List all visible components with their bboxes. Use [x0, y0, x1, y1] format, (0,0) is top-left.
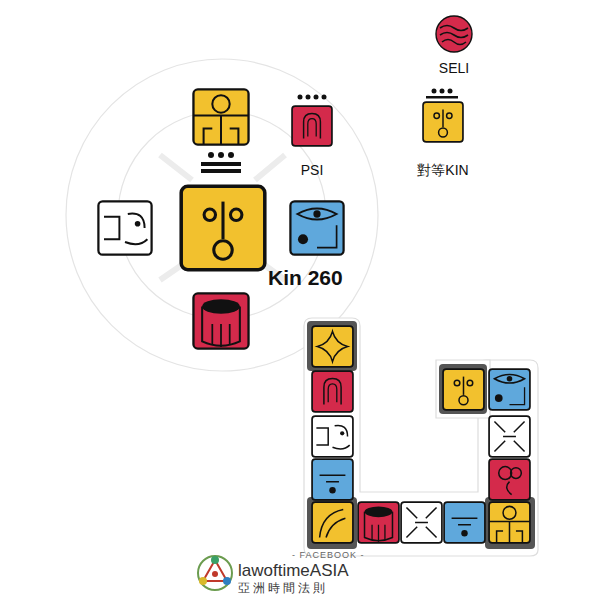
- facebook-label: - FACEBOOK -: [292, 550, 365, 560]
- equal-kin-label: 對等KIN: [417, 162, 468, 180]
- seli-label: SELI: [439, 60, 469, 76]
- psi-label-text: PSI: [301, 162, 324, 178]
- brand-chinese: 亞洲時間法則: [238, 580, 328, 597]
- psi-label: PSI: [301, 162, 324, 178]
- kin-number-text: Kin 260: [268, 266, 343, 290]
- seli-label-text: SELI: [439, 60, 469, 76]
- brand-name: lawoftimeASIA: [238, 561, 349, 581]
- equal-kin-label-text: 對等KIN: [417, 162, 468, 180]
- kin-number: Kin 260: [268, 266, 343, 290]
